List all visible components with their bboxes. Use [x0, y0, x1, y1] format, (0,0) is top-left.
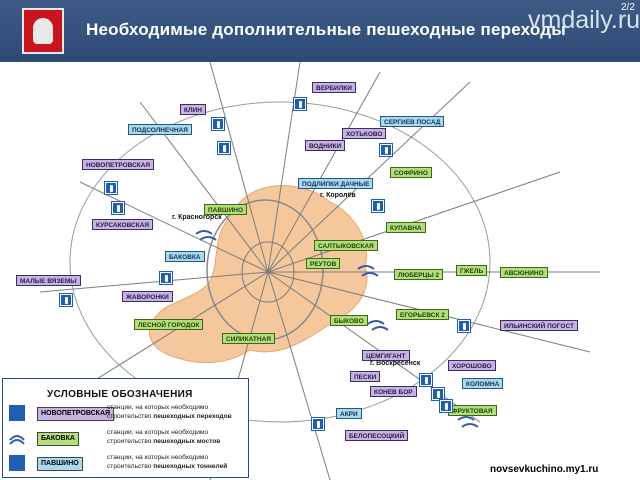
station-label-reutov: РЕУТОВ — [306, 258, 341, 269]
railway-map: ВЕРБИЛКИ КЛИН ХОТЬКОВО ВОДНИКИ НОВОПЕТРО… — [0, 62, 640, 480]
station-label-avsyunino: АВСЮНИНО — [500, 267, 548, 278]
station-label-podlipki-dachnye: ПОДЛИПКИ ДАЧНЫЕ — [298, 178, 374, 189]
legend-title: УСЛОВНЫЕ ОБОЗНАЧЕНИЯ — [47, 389, 193, 400]
pedestrian-crossing-icon — [431, 387, 445, 401]
pedestrian-crossing-icon — [457, 319, 471, 333]
station-label-ilinsky-pogost: ИЛЬИНСКИЙ ПОГОСТ — [500, 320, 578, 331]
station-label-egoryevsk-2: ЕГОРЬЕВСК 2 — [396, 309, 449, 320]
station-label-saltykovskaya: САЛТЫКОВСКАЯ — [314, 240, 378, 251]
station-label-verbilki: ВЕРБИЛКИ — [312, 82, 356, 93]
station-label-cemgigant: ЦЕМГИГАНТ — [362, 350, 410, 361]
pedestrian-tunnel-icon — [439, 399, 453, 413]
legend-box: УСЛОВНЫЕ ОБОЗНАЧЕНИЯ НОВОПЕТРОВСКАЯ стан… — [2, 378, 249, 478]
station-label-kursakovskaya: КУРСАКОВСКАЯ — [92, 219, 154, 230]
big-ring — [69, 101, 491, 423]
watermark: vmdaily.ru — [528, 6, 640, 34]
pedestrian-tunnel-icon — [9, 455, 25, 471]
station-label-malye-vyazemy: МАЛЫЕ ВЯЗЕМЫ — [16, 275, 81, 286]
legend-row-crossings: НОВОПЕТРОВСКАЯ станции, на которых необх… — [9, 403, 245, 425]
pedestrian-crossing-icon — [159, 271, 173, 285]
station-label-akri: АКРИ — [336, 408, 362, 419]
station-label-lyubertsy-2: ЛЮБЕРЦЫ 2 — [394, 269, 444, 280]
legend-sample-label: ПАВШИНО — [37, 457, 83, 471]
page-number: 2/2 — [621, 2, 635, 13]
moscow-region-crest-icon — [22, 8, 64, 54]
pedestrian-crossing-icon — [9, 405, 25, 421]
legend-sample-label: НОВОПЕТРОВСКАЯ — [37, 407, 115, 421]
pedestrian-bridge-icon — [9, 430, 25, 446]
city-korolev: г. Королёв — [320, 192, 356, 199]
station-label-konev-bor: КОНЕВ БОР — [370, 386, 417, 397]
station-label-sergiev-posad: СЕРГИЕВ ПОСАД — [380, 116, 445, 127]
station-label-gzhel: ГЖЕЛЬ — [456, 265, 488, 276]
station-label-novopetrovskaya: НОВОПЕТРОВСКАЯ — [82, 159, 155, 170]
footer-watermark: novsevkuchino.my1.ru — [488, 464, 601, 475]
station-label-kolomna: КОЛОМНА — [462, 378, 504, 389]
station-label-pavshino: ПАВШИНО — [204, 204, 248, 215]
bridge-marks — [195, 230, 479, 428]
header-bar: Необходимые дополнительные пешеходные пе… — [0, 0, 640, 62]
pedestrian-crossing-icon — [104, 181, 118, 195]
station-label-khotkovo: ХОТЬКОВО — [342, 128, 387, 139]
station-label-fruktovaya: ФРУКТОВАЯ — [448, 405, 497, 416]
city-voskresensk: г. Воскресенск — [370, 360, 421, 367]
page-title: Необходимые дополнительные пешеходные пе… — [86, 20, 566, 39]
city-krasnogorsk: г. Красногорск — [172, 214, 222, 221]
pedestrian-crossing-icon — [311, 417, 325, 431]
station-label-silikatnaya: СИЛИКАТНАЯ — [222, 333, 275, 344]
station-label-klin: КЛИН — [180, 104, 206, 115]
station-label-zhavoronki: ЖАВОРОНКИ — [122, 291, 173, 302]
pedestrian-tunnel-icon — [217, 141, 231, 155]
station-label-khoroshovo: ХОРОШОВО — [448, 360, 496, 371]
station-label-vodniki: ВОДНИКИ — [305, 140, 346, 151]
pedestrian-crossing-icon — [293, 97, 307, 111]
station-label-lesnoy-gorodok: ЛЕСНОЙ ГОРОДОК — [134, 319, 204, 330]
pedestrian-crossing-icon — [211, 117, 225, 131]
pedestrian-tunnel-icon — [371, 199, 385, 213]
station-label-peski: ПЕСКИ — [350, 371, 381, 382]
station-label-bakovka: БАКОВКА — [165, 251, 205, 262]
station-label-belopesotsky: БЕЛОПЕСОЦКИЙ — [345, 430, 409, 441]
station-label-kupavna: КУПАВНА — [386, 222, 426, 233]
pedestrian-crossing-icon — [111, 201, 125, 215]
station-label-podsolnechnaya: ПОДСОЛНЕЧНАЯ — [128, 124, 192, 135]
pedestrian-crossing-icon — [379, 143, 393, 157]
legend-sample-label: БАКОВКА — [37, 432, 79, 446]
pedestrian-crossing-icon — [419, 373, 433, 387]
station-label-bykovo: БЫКОВО — [330, 315, 368, 326]
pedestrian-crossing-icon — [59, 293, 73, 307]
station-label-sofrino: СОФРИНО — [390, 167, 432, 178]
